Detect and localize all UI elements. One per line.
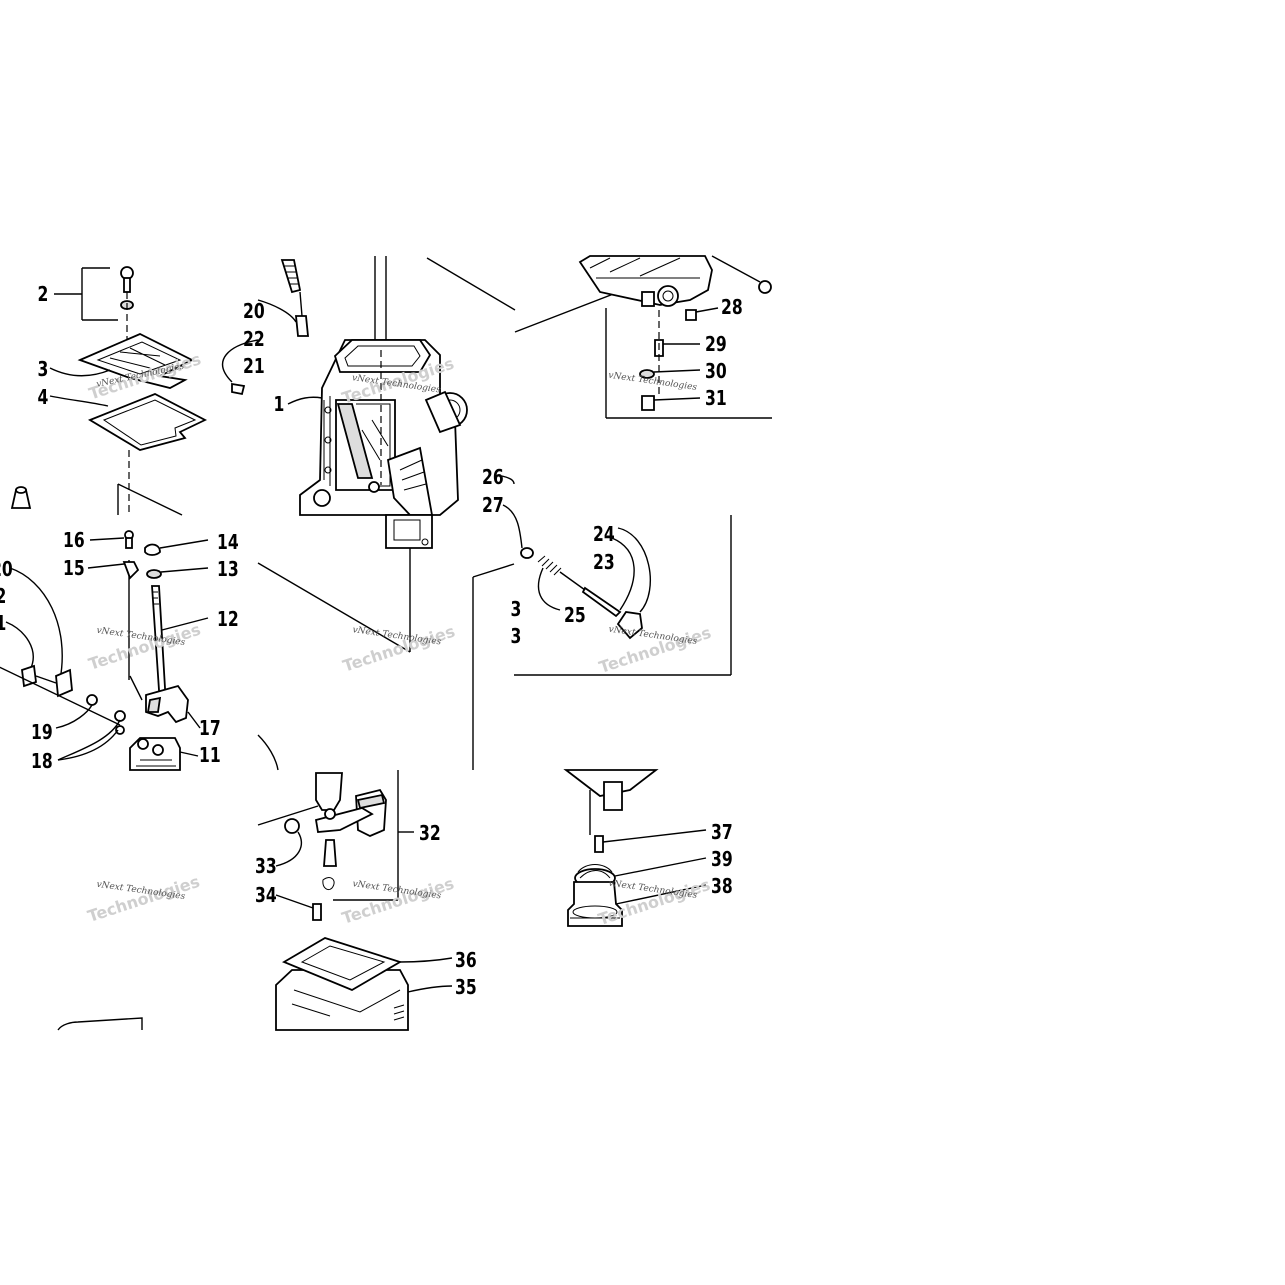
callout-label: 19 [31, 721, 53, 744]
callout-label: 28 [721, 296, 743, 319]
panel-float [257, 770, 453, 1031]
callout-label: 34 [255, 884, 277, 907]
callout-label: 1 [0, 612, 6, 635]
callout-label: 22 [243, 328, 265, 351]
panel-drain [563, 769, 707, 927]
callout-label: 4 [38, 386, 49, 409]
panel-pilot-screw: 3 3 [472, 475, 732, 770]
callout-partial: 3 [511, 598, 522, 621]
callout-label: 16 [63, 529, 85, 552]
callout-label: 26 [482, 466, 504, 489]
callout-label: 27 [482, 494, 504, 517]
callout-label: 1 [274, 393, 285, 416]
callout-label: 24 [593, 523, 615, 546]
callout-label: 33 [255, 855, 277, 878]
callout-label: 30 [705, 360, 727, 383]
callout-label: 11 [199, 744, 221, 767]
callout-label: 37 [711, 821, 733, 844]
callout-label: 32 [419, 822, 441, 845]
callout-label: 18 [31, 750, 53, 773]
panel-carb-body [221, 256, 661, 653]
callout-label: 23 [593, 551, 615, 574]
callout-label: 38 [711, 875, 733, 898]
callout-label: 2 [38, 283, 49, 306]
callout-label: 31 [705, 387, 727, 410]
callout-label: 3 [38, 358, 49, 381]
callout-label: 17 [199, 717, 221, 740]
callout-label: 39 [711, 848, 733, 871]
callout-label: 13 [217, 558, 239, 581]
callout-label: 2 [0, 585, 6, 608]
callout-label: 25 [564, 604, 586, 627]
panel-cover-gasket [10, 266, 208, 516]
callout-label: 36 [455, 949, 477, 972]
callout-partial: 3 [511, 625, 522, 648]
callout-label: 21 [243, 355, 265, 378]
callout-label: 20 [243, 300, 265, 323]
panel-throttle-slide [0, 530, 279, 771]
callout-label: 20 [0, 558, 13, 581]
callout-label: 14 [217, 531, 239, 554]
fragment-frame [57, 1017, 143, 1031]
callout-label: 35 [455, 976, 477, 999]
callout-label: 29 [705, 333, 727, 356]
callout-labels: 2 3 4 20 22 21 1 28 29 30 31 26 27 24 23… [0, 283, 743, 999]
panel-jets-top-right [578, 255, 772, 419]
callout-label: 15 [63, 557, 85, 580]
callout-label: 12 [217, 608, 239, 631]
